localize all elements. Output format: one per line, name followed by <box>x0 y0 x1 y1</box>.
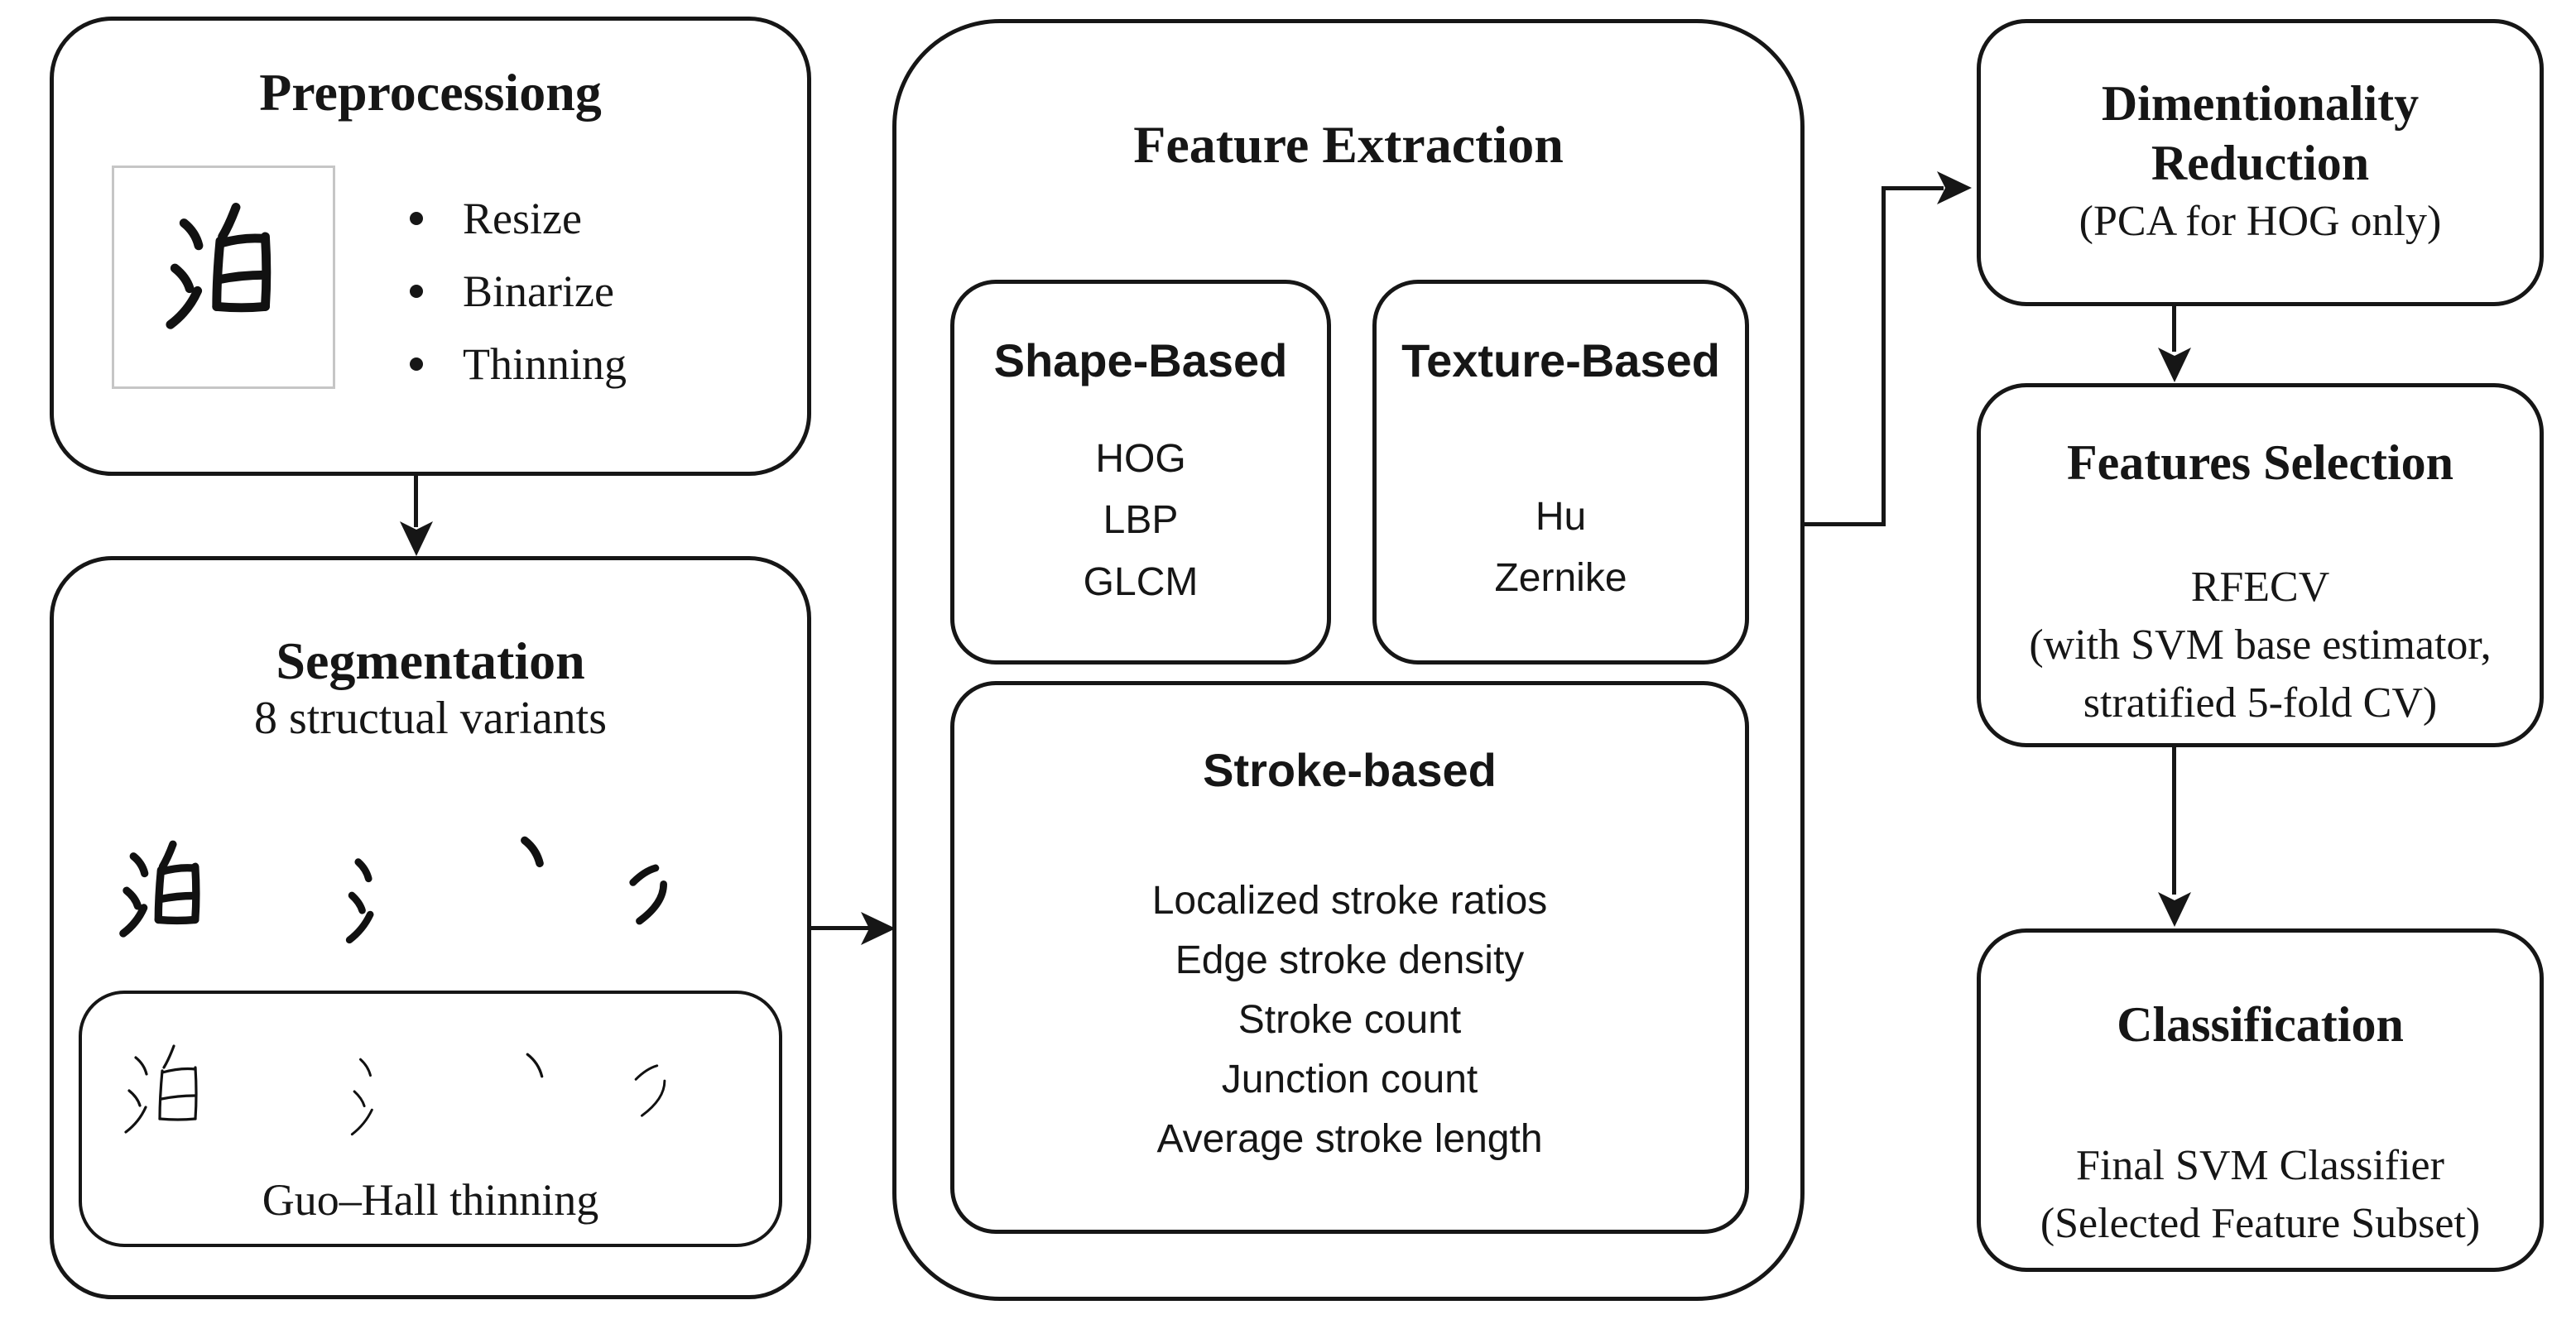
feature-item: HOG <box>1095 437 1186 481</box>
stroke-based-items: Localized stroke ratios Edge stroke dens… <box>954 871 1745 1169</box>
bullet-item: Thinning <box>410 328 627 401</box>
preprocessing-bullet-list: Resize Binarize Thinning <box>410 182 627 401</box>
feature-item: Hu <box>1535 495 1587 539</box>
dimensionality-reduction-node: Dimentionality Reduction (PCA for HOG on… <box>1977 19 2544 306</box>
sample-character-image <box>112 166 335 389</box>
classification-body: Final SVM Classifier (Selected Feature S… <box>1981 1137 2540 1253</box>
arrow-fe-dimred-segment <box>1882 186 1944 190</box>
arrow-right-icon <box>861 910 897 947</box>
water-radical-thin-glyph <box>343 1052 388 1151</box>
features-selection-line: (with SVM base estimator, <box>2029 621 2492 669</box>
guo-hall-label: Guo–Hall thinning <box>262 1175 599 1225</box>
feature-item: GLCM <box>1083 559 1199 604</box>
dot-stroke-glyph <box>517 833 549 873</box>
feature-extraction-node: Feature Extraction Shape-Based HOG LBP G… <box>892 19 1805 1301</box>
arrow-fe-dimred-segment <box>1882 188 1886 526</box>
texture-based-items: Hu Zernike <box>1377 487 1745 610</box>
feature-extraction-title: Feature Extraction <box>1133 115 1564 174</box>
classification-line: Final SVM Classifier <box>2076 1142 2444 1189</box>
bullet-item: Binarize <box>410 255 627 328</box>
dimensionality-reduction-title-line1: Dimentionality <box>2101 76 2420 132</box>
arrow-right-icon <box>1937 170 1973 206</box>
shape-based-node: Shape-Based HOG LBP GLCM <box>950 280 1331 664</box>
water-radical-glyph <box>339 854 387 957</box>
arrow-down-icon <box>2156 892 2193 928</box>
arrow-down-icon <box>2156 348 2193 384</box>
dot-stroke-thin-glyph <box>521 1048 550 1086</box>
arrow-dimred-featsel-line <box>2172 306 2176 352</box>
preprocessing-node: Preprocessiong Resize Binarize Thinning <box>50 17 811 476</box>
bullet-icon <box>410 285 423 298</box>
hook-stroke-glyph <box>625 858 681 931</box>
segmentation-title: Segmentation <box>276 631 585 690</box>
stroke-based-node: Stroke-based Localized stroke ratios Edg… <box>950 681 1749 1234</box>
arrow-featsel-classification-line <box>2172 747 2176 895</box>
bullet-label: Thinning <box>463 339 627 389</box>
feature-item: Zernike <box>1494 556 1627 601</box>
bullet-icon <box>410 212 423 225</box>
bullet-item: Resize <box>410 182 627 255</box>
classification-title: Classification <box>2117 997 2404 1052</box>
feature-item: Junction count <box>1221 1058 1478 1101</box>
feature-item: Localized stroke ratios <box>1151 879 1548 923</box>
segmentation-subtitle: 8 structual variants <box>253 693 608 744</box>
features-selection-line: stratified 5-fold CV) <box>2083 679 2438 727</box>
dimensionality-reduction-title-line2: Reduction <box>2151 136 2370 191</box>
features-selection-title: Features Selection <box>2066 435 2454 490</box>
features-selection-node: Features Selection RFECV (with SVM base … <box>1977 383 2544 747</box>
shape-based-items: HOG LBP GLCM <box>954 429 1327 613</box>
features-selection-line: RFECV <box>2190 564 2330 611</box>
segmentation-node: Segmentation 8 structual variants Guo–Ha… <box>50 556 811 1299</box>
bullet-label: Binarize <box>463 266 614 316</box>
hook-stroke-thin-glyph <box>628 1056 681 1125</box>
texture-based-title: Texture-Based <box>1401 334 1720 386</box>
dimensionality-reduction-subtitle: (PCA for HOG only) <box>2079 198 2442 246</box>
feature-item: Edge stroke density <box>1175 938 1525 982</box>
features-selection-body: RFECV (with SVM base estimator, stratifi… <box>1981 559 2540 733</box>
texture-based-node: Texture-Based Hu Zernike <box>1372 280 1749 664</box>
guo-hall-thinning-node: Guo–Hall thinning <box>79 991 782 1247</box>
feature-item: LBP <box>1103 498 1179 543</box>
bullet-label: Resize <box>463 194 582 243</box>
feature-item: Average stroke length <box>1156 1117 1543 1161</box>
arrow-preprocessing-segmentation-line <box>414 476 418 527</box>
shape-based-title: Shape-Based <box>993 334 1288 386</box>
stroke-based-title: Stroke-based <box>1203 744 1497 796</box>
character-full-glyph <box>116 837 211 957</box>
arrow-down-icon <box>398 521 435 558</box>
arrow-segmentation-featureextraction-line <box>811 926 869 930</box>
classification-line: (Selected Feature Subset) <box>2040 1200 2481 1248</box>
feature-item: Stroke count <box>1238 998 1462 1042</box>
preprocessing-title: Preprocessiong <box>259 63 602 122</box>
classification-node: Classification Final SVM Classifier (Sel… <box>1977 928 2544 1272</box>
character-full-thin-glyph <box>119 1039 210 1155</box>
bullet-icon <box>410 357 423 371</box>
character-full-glyph <box>161 198 286 357</box>
arrow-fe-dimred-segment <box>1805 522 1886 526</box>
